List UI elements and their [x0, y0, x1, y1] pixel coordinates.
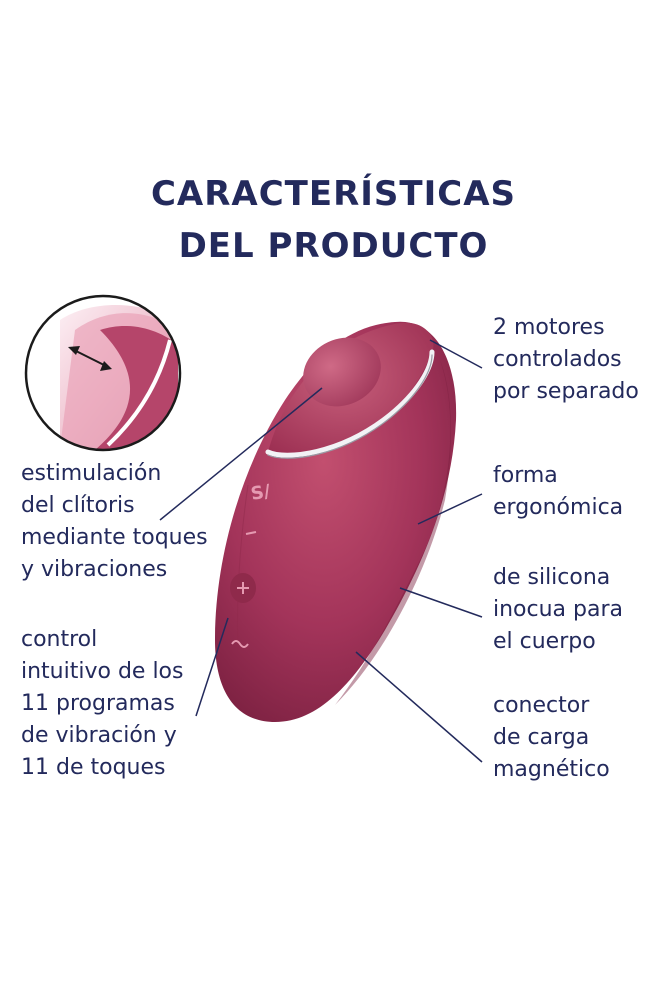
leader-line-connector [355, 651, 483, 763]
feature-silicone: de silicona inocua para el cuerpo [493, 562, 623, 658]
feature-control: control intuitivo de los 11 programas de… [21, 624, 183, 784]
title-line-2: DEL PRODUCTO [178, 226, 489, 266]
feature-line: 11 programas [21, 691, 175, 716]
feature-line: y vibraciones [21, 557, 168, 582]
feature-line: de silicona [493, 565, 611, 590]
feature-stimulation: estimulación del clítoris mediante toque… [21, 458, 208, 586]
minus-icon [245, 531, 257, 535]
leader-line-control [195, 617, 229, 717]
feature-line: controlados [493, 347, 622, 372]
satisfyer-logo-icon: S/ [249, 481, 272, 505]
feature-magnetic-connector: conector de carga magnético [493, 690, 610, 786]
leader-line-shape [417, 493, 483, 525]
leader-line-silicone [399, 587, 483, 618]
feature-ergonomic-shape: forma ergonómica [493, 460, 623, 524]
feature-line: estimulación [21, 461, 162, 486]
feature-line: el cuerpo [493, 629, 596, 654]
feature-line: por separado [493, 379, 639, 404]
page-title: CARACTERÍSTICAS DEL PRODUCTO [0, 168, 667, 272]
feature-line: forma [493, 463, 558, 488]
leader-line-stimulation [159, 387, 323, 521]
feature-line: control [21, 627, 98, 652]
leader-lines [159, 339, 483, 763]
feature-line: inocua para [493, 597, 624, 622]
title-line-1: CARACTERÍSTICAS [150, 174, 517, 214]
feature-motors: 2 motores controlados por separado [493, 312, 639, 408]
feature-line: 11 de toques [21, 755, 166, 780]
feature-line: mediante toques [21, 525, 208, 550]
feature-line: intuitivo de los [21, 659, 184, 684]
feature-line: del clítoris [21, 493, 135, 518]
feature-line: de carga [493, 725, 590, 750]
feature-line: ergonómica [493, 495, 624, 520]
plus-button[interactable] [230, 573, 256, 603]
feature-line: de vibración y [21, 723, 177, 748]
feature-line: 2 motores [493, 315, 605, 340]
double-arrow-icon [68, 346, 112, 371]
product-body [215, 321, 457, 722]
svg-text:S/: S/ [249, 481, 272, 505]
wave-icon [231, 640, 249, 648]
leader-line-motors [429, 339, 483, 369]
detail-inset [24, 294, 182, 452]
feature-line: magnético [493, 757, 610, 782]
feature-line: conector [493, 693, 590, 718]
